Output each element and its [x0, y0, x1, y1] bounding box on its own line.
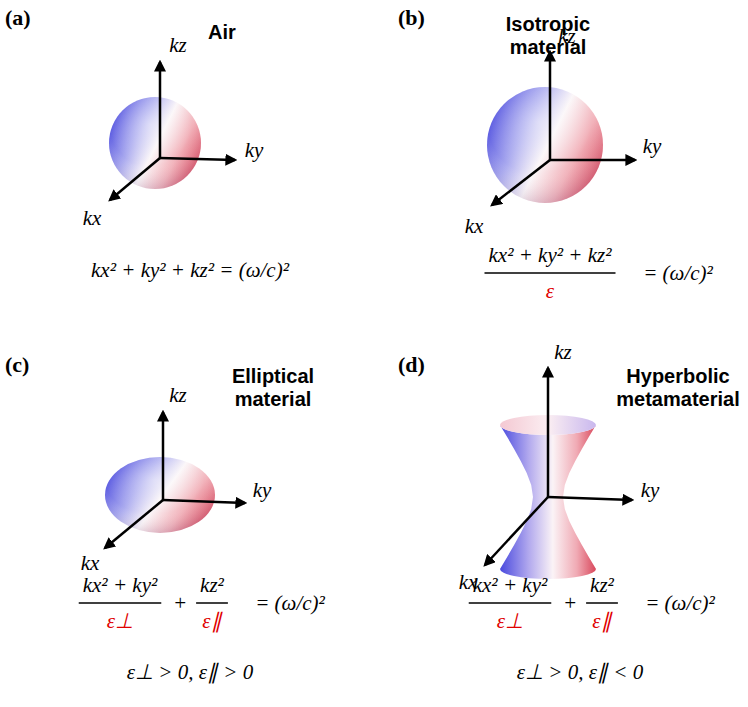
axis-label: kx: [83, 206, 102, 230]
fraction-bar: [196, 602, 228, 604]
operator: +: [563, 591, 577, 615]
axes: [492, 52, 635, 205]
panel-title: Isotropic material: [488, 13, 608, 59]
axis-label: kz: [558, 24, 576, 48]
sphere-shading: [487, 87, 603, 203]
fraction-denominator: ε: [546, 279, 554, 303]
equation-right-side: = (ω/c)²: [255, 591, 325, 615]
panel-title: Elliptical material: [213, 365, 333, 411]
ellipsoid-shading: [105, 457, 215, 533]
axis-arrow: [548, 497, 632, 500]
equation-right-side: = (ω/c)²: [643, 261, 713, 285]
condition: ε⊥ > 0, ε∥ > 0: [127, 660, 253, 684]
axis-arrow: [105, 500, 163, 548]
axis-arrow: [110, 158, 160, 200]
axis-arrow: [162, 412, 165, 500]
fraction-bar: [469, 602, 552, 604]
axis-label: kz: [554, 340, 572, 364]
axis-arrow: [492, 160, 550, 205]
fraction-numerator: kz²: [590, 573, 614, 597]
panel-letter: (a): [5, 5, 31, 30]
fraction-bar: [586, 602, 618, 604]
axes: [105, 412, 245, 548]
equation: kx² + ky² + kz² = (ω/c)²: [91, 258, 289, 282]
axis-label: kz: [169, 33, 187, 57]
fraction-numerator: kx² + ky² + kz²: [488, 243, 611, 267]
axis-label: ky: [253, 478, 272, 502]
sphere-shading: [109, 97, 201, 189]
sphere-surface: [109, 97, 201, 189]
fraction-numerator: kz²: [200, 573, 224, 597]
operator: +: [173, 591, 187, 615]
axis-arrow: [547, 368, 550, 497]
panel-title: Hyperbolic metamaterial: [612, 365, 744, 411]
fraction-denominator: ε∥: [202, 609, 221, 633]
axes: [110, 62, 235, 200]
axis-label: ky: [245, 138, 264, 162]
axis-arrow: [160, 158, 235, 160]
fraction-bar: [79, 602, 162, 604]
axis-arrow: [549, 52, 552, 160]
condition: ε⊥ > 0, ε∥ < 0: [517, 660, 643, 684]
fraction-denominator: ε⊥: [497, 609, 523, 633]
axis-label: ky: [643, 134, 662, 158]
axis-label: kz: [169, 383, 187, 407]
fraction-bar: [484, 272, 615, 274]
axis-arrow: [163, 500, 245, 503]
axis-label: kx: [81, 551, 100, 575]
sphere-surface: [487, 87, 603, 203]
fraction-numerator: kx² + ky²: [83, 573, 158, 597]
ellipsoid-surface: [105, 457, 215, 533]
panel-letter: (c): [5, 352, 29, 377]
axes: [485, 368, 632, 565]
panel-letter: (d): [398, 352, 425, 377]
equation-right-side: = (ω/c)²: [645, 591, 715, 615]
fraction-denominator: ε⊥: [107, 609, 133, 633]
axis-arrow: [485, 497, 548, 565]
axis-arrow: [550, 159, 635, 162]
axis-arrow: [159, 62, 162, 158]
panel-letter: (b): [398, 5, 425, 30]
fraction-denominator: ε∥: [592, 609, 611, 633]
fraction-numerator: kx² + ky²: [473, 573, 548, 597]
axis-label: kx: [465, 214, 484, 238]
axis-label: ky: [641, 478, 660, 502]
